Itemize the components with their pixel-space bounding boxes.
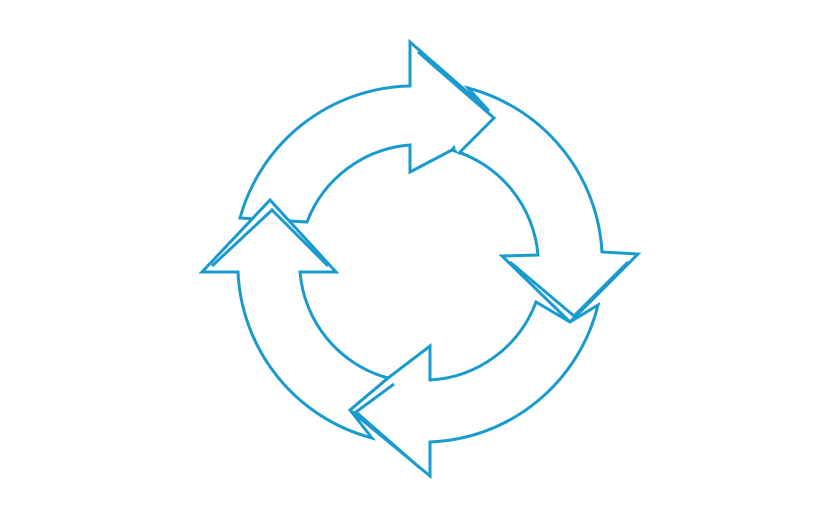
arrow-top-icon <box>238 38 491 224</box>
arrow-bottom-icon <box>347 299 601 480</box>
arrow-left-inner-edge <box>210 207 330 268</box>
arrow-right-inner-edge <box>509 260 630 319</box>
arrow-bottom-inner-edge <box>353 382 421 470</box>
arrow-top-inner-edge <box>417 50 497 156</box>
